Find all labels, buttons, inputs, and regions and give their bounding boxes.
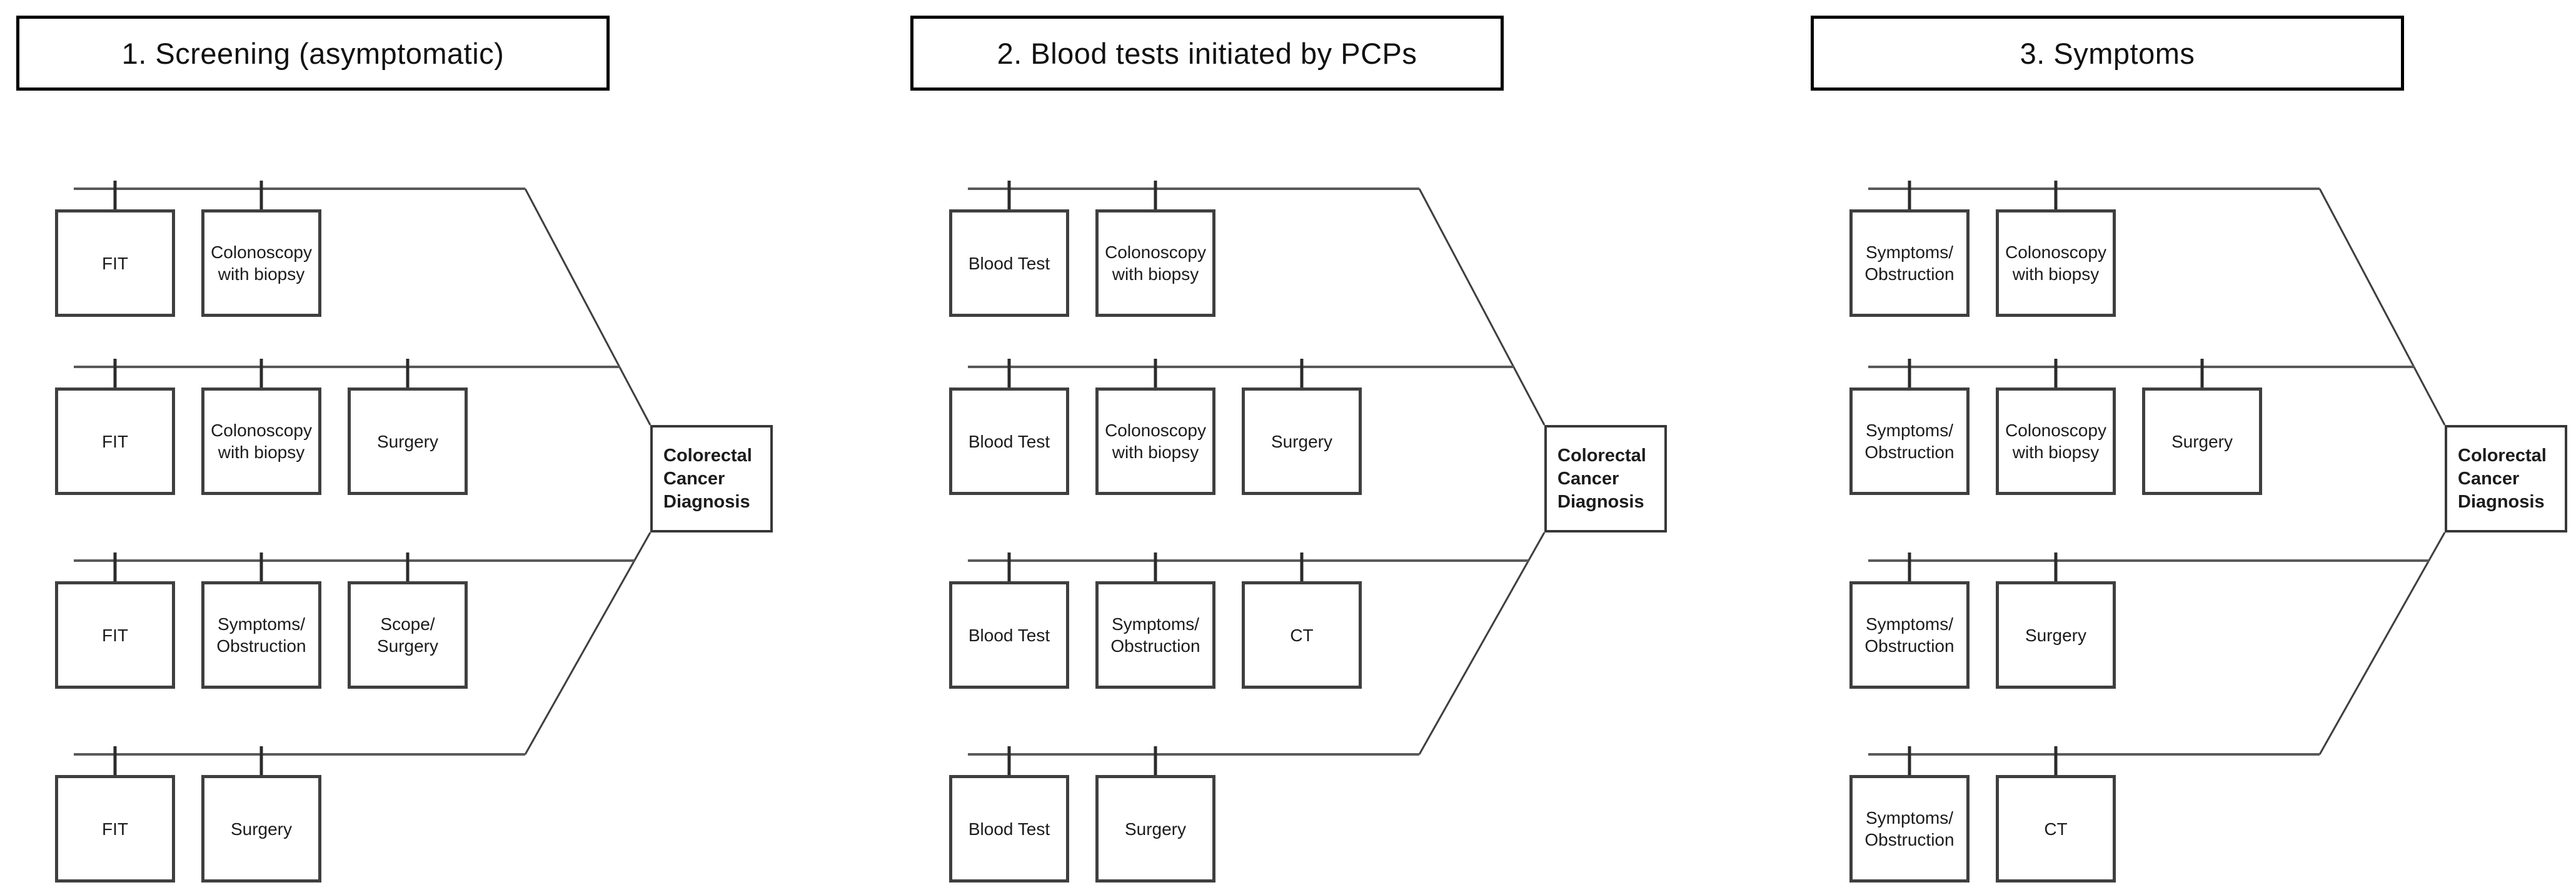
step-label-line: Surgery xyxy=(376,636,439,656)
pathway-step-box: Surgery xyxy=(1095,775,1215,882)
step-label-line: Colonoscopy xyxy=(2005,242,2106,262)
step-label-line: Obstruction xyxy=(1864,830,1955,849)
pathway-step-box: Colonoscopy with biopsy xyxy=(201,388,321,495)
step-label-line: Colonoscopy xyxy=(211,242,312,262)
step-label-line: Surgery xyxy=(1270,431,1333,451)
pathway-step-box: Surgery xyxy=(348,388,468,495)
pathway-step-box: Surgery xyxy=(2142,388,2262,495)
convergence-line-bottom xyxy=(2318,532,2446,755)
step-label-line: Blood Test xyxy=(968,819,1050,839)
step-label-line: Obstruction xyxy=(1864,264,1955,284)
pathway-step-box: Blood Test xyxy=(949,775,1069,882)
pathway-step-box: Symptoms/Obstruction xyxy=(1849,209,1970,317)
diagnosis-label-line: Colorectal xyxy=(2458,445,2547,466)
pathway-step-box: Symptoms/Obstruction xyxy=(1095,581,1215,689)
pathway-step-box: FIT xyxy=(55,388,175,495)
pathway-step-box: FIT xyxy=(55,209,175,317)
step-label-line: Surgery xyxy=(230,819,293,839)
step-label-line: with biopsy xyxy=(218,442,305,462)
step-label-line: Obstruction xyxy=(1864,636,1955,656)
step-label-line: Symptoms/ xyxy=(1865,421,1954,440)
step-label-line: CT xyxy=(2044,819,2068,839)
pathway-step-box: FIT xyxy=(55,581,175,689)
panel-title-text: 1. Screening (asymptomatic) xyxy=(121,36,505,70)
pathway-step-box: Symptoms/Obstruction xyxy=(1849,775,1970,882)
step-label-line: Colonoscopy xyxy=(1105,421,1206,440)
step-label-line: Colonoscopy xyxy=(1105,242,1206,262)
pathway-step-box: Colonoscopy with biopsy xyxy=(1996,388,2116,495)
pathway-step-box: Surgery xyxy=(1996,581,2116,689)
step-label-line: Symptoms/ xyxy=(1111,614,1200,634)
step-label-line: with biopsy xyxy=(1112,264,1199,284)
step-label-line: Colonoscopy xyxy=(211,421,312,440)
pathway-step-box: Colonoscopy with biopsy xyxy=(1095,388,1215,495)
convergence-line-top xyxy=(2318,188,2446,426)
diagnosis-label-line: Cancer xyxy=(2458,468,2520,489)
step-label-line: Symptoms/ xyxy=(1865,242,1954,262)
step-label-line: Surgery xyxy=(2171,431,2233,451)
diagnosis-label-line: Colorectal xyxy=(663,445,752,466)
step-label-line: Obstruction xyxy=(1864,442,1955,462)
diagnosis-label-line: Cancer xyxy=(663,468,725,489)
convergence-line-top xyxy=(1418,188,1546,426)
pathway-step-box: CT xyxy=(1242,581,1362,689)
convergence-line-top xyxy=(524,188,652,426)
diagnosis-label-line: Colorectal xyxy=(1557,445,1646,466)
panel-title-text: 2. Blood tests initiated by PCPs xyxy=(997,36,1417,70)
step-label-line: Symptoms/ xyxy=(1865,614,1954,634)
diagnosis-label-line: Diagnosis xyxy=(2458,491,2545,512)
step-label-line: CT xyxy=(1290,625,1314,645)
step-label-line: Obstruction xyxy=(216,636,306,656)
pathway-step-box: Symptoms/Obstruction xyxy=(1849,388,1970,495)
step-label-line: Surgery xyxy=(376,431,439,451)
pathway-step-box: Surgery xyxy=(1242,388,1362,495)
step-label-line: FIT xyxy=(102,253,128,273)
diagnosis-label-line: Cancer xyxy=(1557,468,1619,489)
step-label-line: with biopsy xyxy=(2012,442,2100,462)
step-label-line: FIT xyxy=(102,431,128,451)
diagnosis-label-line: Diagnosis xyxy=(1557,491,1644,512)
step-label-line: with biopsy xyxy=(2012,264,2100,284)
pathway-step-box: FIT xyxy=(55,775,175,882)
pathway-step-box: Blood Test xyxy=(949,209,1069,317)
panel-title-box: 1. Screening (asymptomatic) xyxy=(16,16,610,91)
step-label-line: Scope/ xyxy=(380,614,435,634)
step-label-line: with biopsy xyxy=(1112,442,1199,462)
pathway-step-box: Surgery xyxy=(201,775,321,882)
pathway-step-box: Symptoms/Obstruction xyxy=(1849,581,1970,689)
step-label-line: FIT xyxy=(102,625,128,645)
step-label-line: with biopsy xyxy=(218,264,305,284)
step-label-line: Symptoms/ xyxy=(217,614,306,634)
step-label-line: Colonoscopy xyxy=(2005,421,2106,440)
diagnosis-label-line: Diagnosis xyxy=(663,491,750,512)
panel-title-text: 3. Symptoms xyxy=(2020,36,2195,70)
pathway-step-box: CT xyxy=(1996,775,2116,882)
step-label-line: Surgery xyxy=(1124,819,1187,839)
convergence-line-bottom xyxy=(1418,532,1546,755)
step-label-line: Symptoms/ xyxy=(1865,808,1954,828)
step-label-line: Blood Test xyxy=(968,253,1050,273)
pathway-step-box: Symptoms/Obstruction xyxy=(201,581,321,689)
step-label-line: Surgery xyxy=(2025,625,2087,645)
step-label-line: FIT xyxy=(102,819,128,839)
pathway-step-box: Blood Test xyxy=(949,388,1069,495)
step-label-line: Obstruction xyxy=(1110,636,1200,656)
panel-title-box: 2. Blood tests initiated by PCPs xyxy=(910,16,1504,91)
pathway-step-box: Blood Test xyxy=(949,581,1069,689)
step-label-line: Blood Test xyxy=(968,625,1050,645)
panel-title-box: 3. Symptoms xyxy=(1811,16,2404,91)
step-label-line: Blood Test xyxy=(968,431,1050,451)
pathway-step-box: Scope/Surgery xyxy=(348,581,468,689)
convergence-line-bottom xyxy=(524,532,652,755)
